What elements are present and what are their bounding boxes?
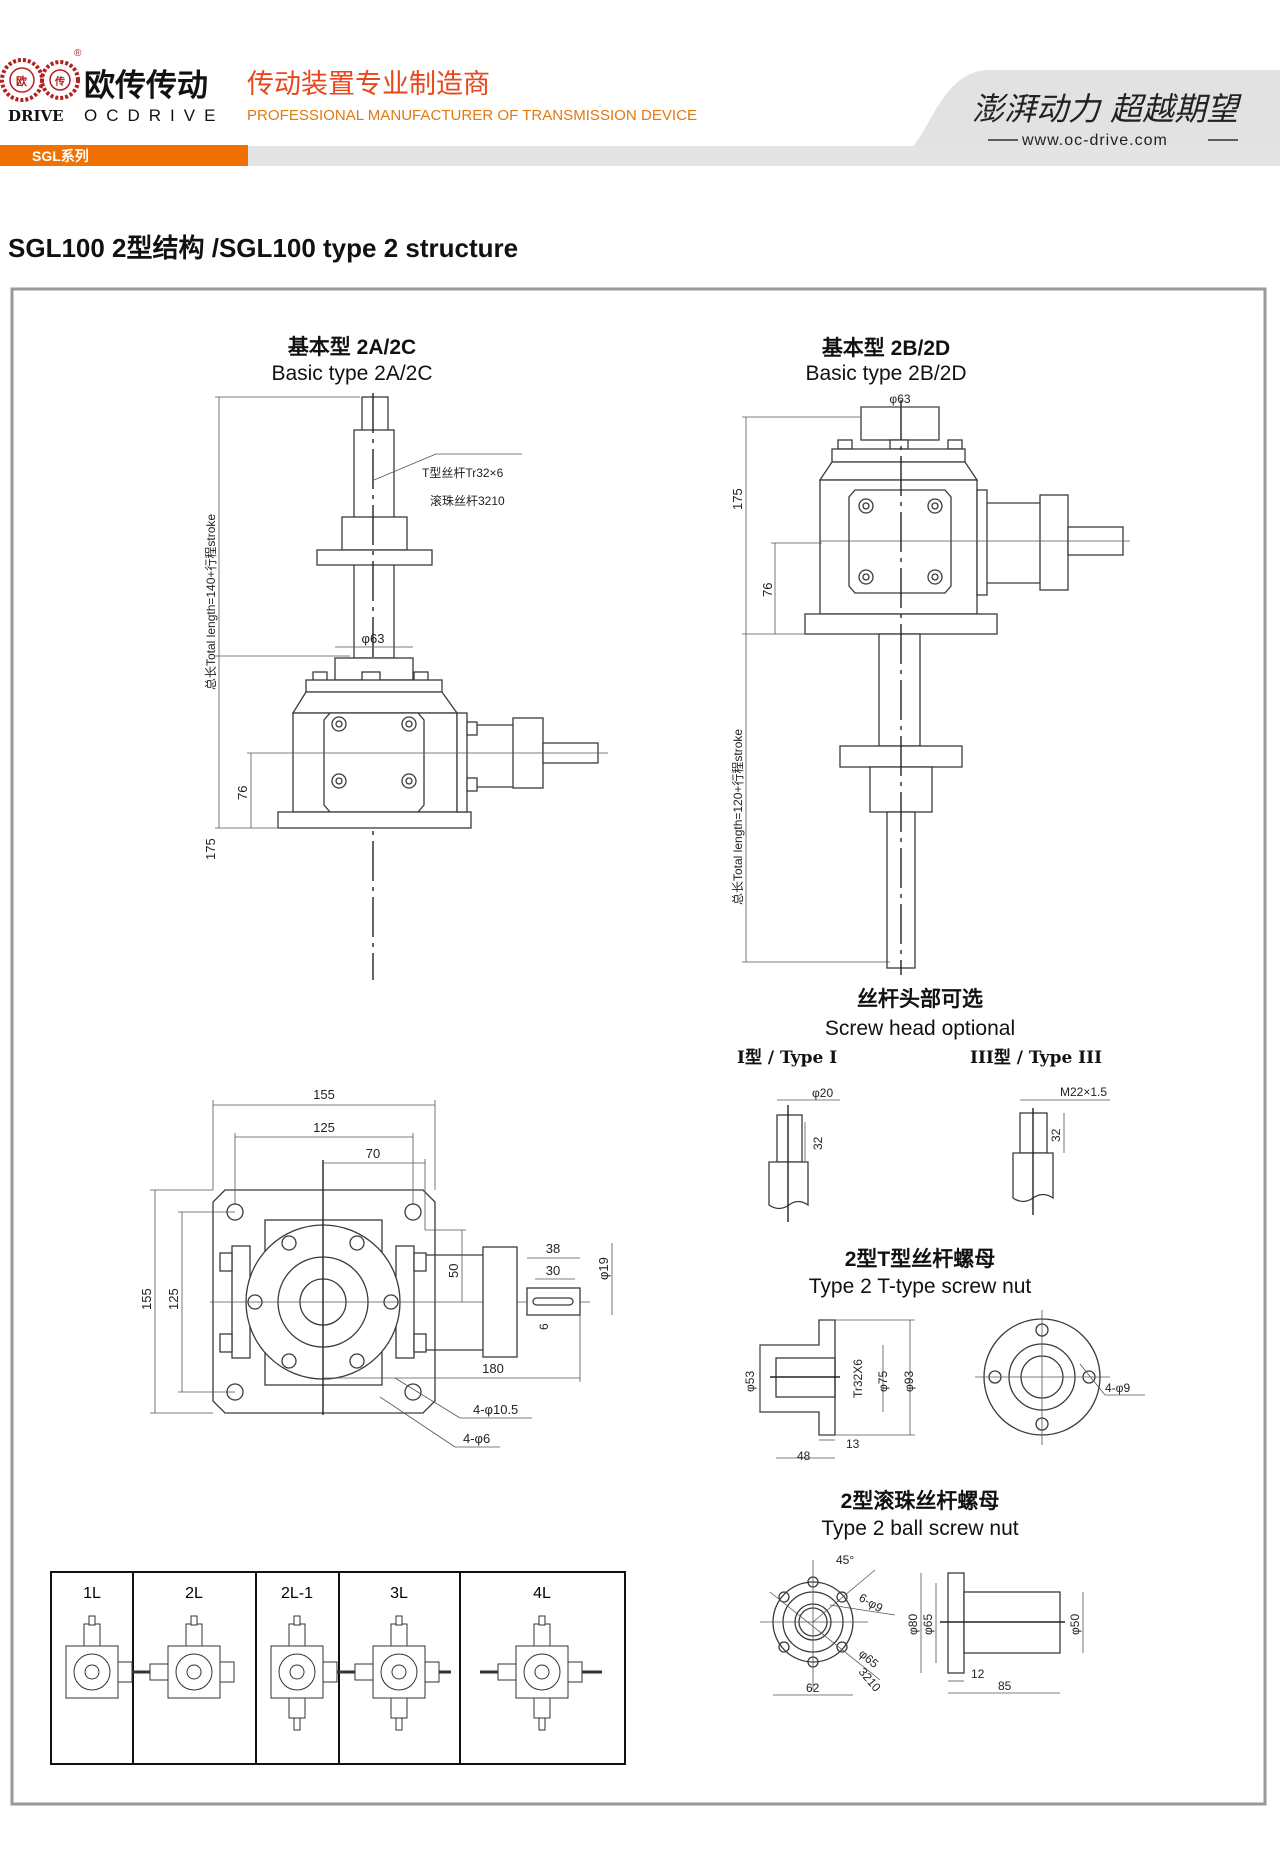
layout-table: 1L 2L 2L-1 3L 4L — [50, 1571, 626, 1765]
series-tab[interactable] — [0, 145, 248, 166]
dim-label: φ65 — [921, 1614, 935, 1635]
dim-label: 76 — [760, 583, 775, 597]
section-title-cn: 2型滚珠丝杆螺母 — [841, 1489, 1000, 1513]
dim-label: φ93 — [902, 1371, 916, 1392]
logo-name-cn: 欧传传动 — [84, 68, 208, 103]
layout-thumbnail — [480, 1615, 602, 1731]
dim-label: 50 — [446, 1264, 461, 1278]
dim-label: 125 — [313, 1120, 335, 1135]
callout-ball-screw: 滚珠丝杆3210 — [430, 493, 505, 508]
dim-label: 175 — [203, 838, 218, 860]
drawing-2b-2d: 基本型 2B/2D Basic type 2B/2D φ63 175 76 总长… — [730, 337, 1130, 975]
layout-thumbnails — [65, 1615, 602, 1731]
screw-head-options: 丝杆头部可选 Screw head optional I型 / Type I I… — [737, 987, 1110, 1222]
drawing-frame — [10, 287, 1267, 1806]
dim-label: 175 — [730, 488, 745, 510]
dim-label: Tr32X6 — [851, 1359, 865, 1398]
dim-label: φ19 — [596, 1257, 611, 1280]
logo-seal-text: 欧 — [16, 74, 27, 88]
layout-thumbnail — [270, 1615, 338, 1731]
dim-label: φ75 — [876, 1371, 890, 1392]
dim-label: 180 — [482, 1361, 504, 1376]
callout-t-screw: T型丝杆Tr32×6 — [422, 466, 504, 480]
nut-flange — [316, 549, 433, 566]
layout-thumbnail — [337, 1615, 451, 1731]
type-1-label: I型 / Type I — [737, 1047, 837, 1068]
dim-label: 62 — [806, 1681, 820, 1695]
header: SGL系列 欧 传 ® 欧传传动 DRIVE OCDRIVE 传动装置专业制造商… — [0, 48, 1280, 166]
website[interactable]: www.oc-drive.com — [1021, 132, 1168, 149]
dim-label: 155 — [313, 1087, 335, 1102]
input-shaft — [526, 1287, 581, 1316]
dim-label: φ20 — [812, 1086, 833, 1100]
layout-column-label: 2L-1 — [281, 1585, 313, 1602]
section-title-cn: 2型T型丝杆螺母 — [845, 1247, 996, 1271]
screw-nut — [341, 516, 408, 551]
dim-label: 30 — [546, 1263, 560, 1278]
logo-name-en: OCDRIVE — [84, 106, 224, 125]
tagline-en: PROFESSIONAL MANUFACTURER OF TRANSMISSIO… — [247, 108, 697, 124]
dim-label: 85 — [998, 1679, 1012, 1693]
dim-label: 12 — [971, 1667, 985, 1681]
dim-label: 76 — [235, 786, 250, 800]
layout-column-label: 1L — [83, 1585, 101, 1602]
tagline-cn: 传动装置专业制造商 — [247, 69, 490, 99]
section-title-en: Type 2 T-type screw nut — [809, 1275, 1032, 1298]
dim-label: 70 — [366, 1146, 380, 1161]
layout-thumbnail — [132, 1615, 235, 1699]
dim-label: 6 — [537, 1323, 551, 1330]
t-screw-nut: 2型T型丝杆螺母 Type 2 T-type screw nut φ53 Tr3… — [743, 1247, 1145, 1463]
dim-label: 155 — [139, 1288, 154, 1310]
type-3-label: III型 / Type III — [970, 1047, 1102, 1068]
drawing-title-en: Basic type 2B/2D — [805, 362, 966, 385]
dim-label: 13 — [846, 1437, 860, 1451]
logo-seal-text: 传 — [54, 75, 65, 88]
header-grey-bar — [248, 146, 1280, 166]
dim-label: φ63 — [362, 631, 385, 646]
dim-label: φ50 — [1068, 1614, 1082, 1635]
series-tab-label: SGL系列 — [32, 148, 89, 164]
layout-column-label: 3L — [390, 1585, 408, 1602]
slogan: 澎湃动力 超越期望 — [972, 90, 1242, 128]
drawing-title-cn: 基本型 2B/2D — [822, 337, 950, 360]
layout-thumbnail — [65, 1615, 133, 1699]
dim-label: φ80 — [906, 1614, 920, 1635]
dim-label: φ53 — [743, 1371, 757, 1392]
drawing-top-view: 155 125 70 155 125 50 38 30 φ19 6 180 4-… — [139, 1087, 613, 1448]
callout-holes: 4-φ9 — [1105, 1381, 1130, 1395]
section-title-cn: 丝杆头部可选 — [857, 987, 983, 1011]
dim-label: M22×1.5 — [1060, 1085, 1107, 1099]
dim-label: 45° — [836, 1553, 854, 1567]
dim-label: 38 — [546, 1241, 560, 1256]
dim-label: 32 — [1049, 1128, 1063, 1142]
section-title-en: Type 2 ball screw nut — [821, 1517, 1018, 1540]
logo-name-drive: DRIVE — [8, 107, 64, 125]
ball-screw-nut: 2型滚珠丝杆螺母 Type 2 ball screw nut 45° 6-φ9 … — [760, 1489, 1084, 1696]
layout-column-label: 4L — [533, 1585, 551, 1602]
dim-label: 32 — [811, 1136, 825, 1150]
motor-coupler — [1039, 494, 1069, 591]
section-title-en: Screw head optional — [825, 1017, 1015, 1040]
dim-label: 125 — [166, 1288, 181, 1310]
drawing-title-en: Basic type 2A/2C — [271, 362, 432, 385]
dim-total-length: 总长Total length=140+行程stroke — [203, 514, 218, 690]
motor-coupler — [482, 1246, 518, 1358]
callout-holes: 4-φ6 — [463, 1431, 490, 1446]
header-swoosh — [880, 70, 1280, 165]
page-title: SGL100 2型结构 /SGL100 type 2 structure — [8, 233, 518, 263]
dim-total-length: 总长Total length=120+行程stroke — [730, 729, 745, 905]
layout-column-label: 2L — [185, 1585, 203, 1602]
dim-label: 3210 — [856, 1665, 884, 1695]
logo-gears-icon: 欧 传 ® — [0, 48, 82, 102]
registered-mark: ® — [74, 48, 82, 59]
drawing-2a-2c: 基本型 2A/2C Basic type 2A/2C φ63 总长Total l… — [203, 336, 608, 980]
drawing-title-cn: 基本型 2A/2C — [288, 336, 416, 359]
dim-label: φ63 — [889, 392, 910, 406]
dim-label: 48 — [797, 1449, 811, 1463]
callout-holes: 4-φ10.5 — [473, 1402, 518, 1417]
